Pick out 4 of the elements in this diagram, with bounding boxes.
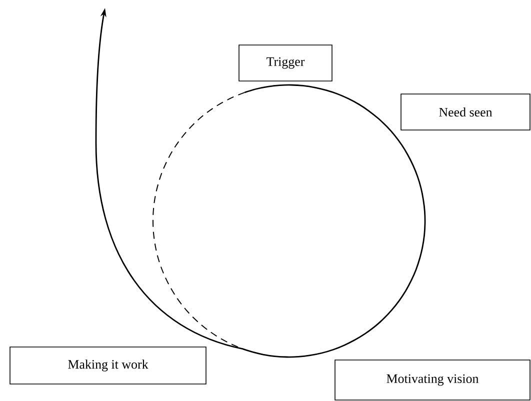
label-box: Making it work: [10, 346, 206, 384]
label-box: Trigger: [238, 44, 332, 82]
label-box: Need seen: [400, 94, 530, 130]
label-box: Motivating vision: [334, 360, 530, 400]
